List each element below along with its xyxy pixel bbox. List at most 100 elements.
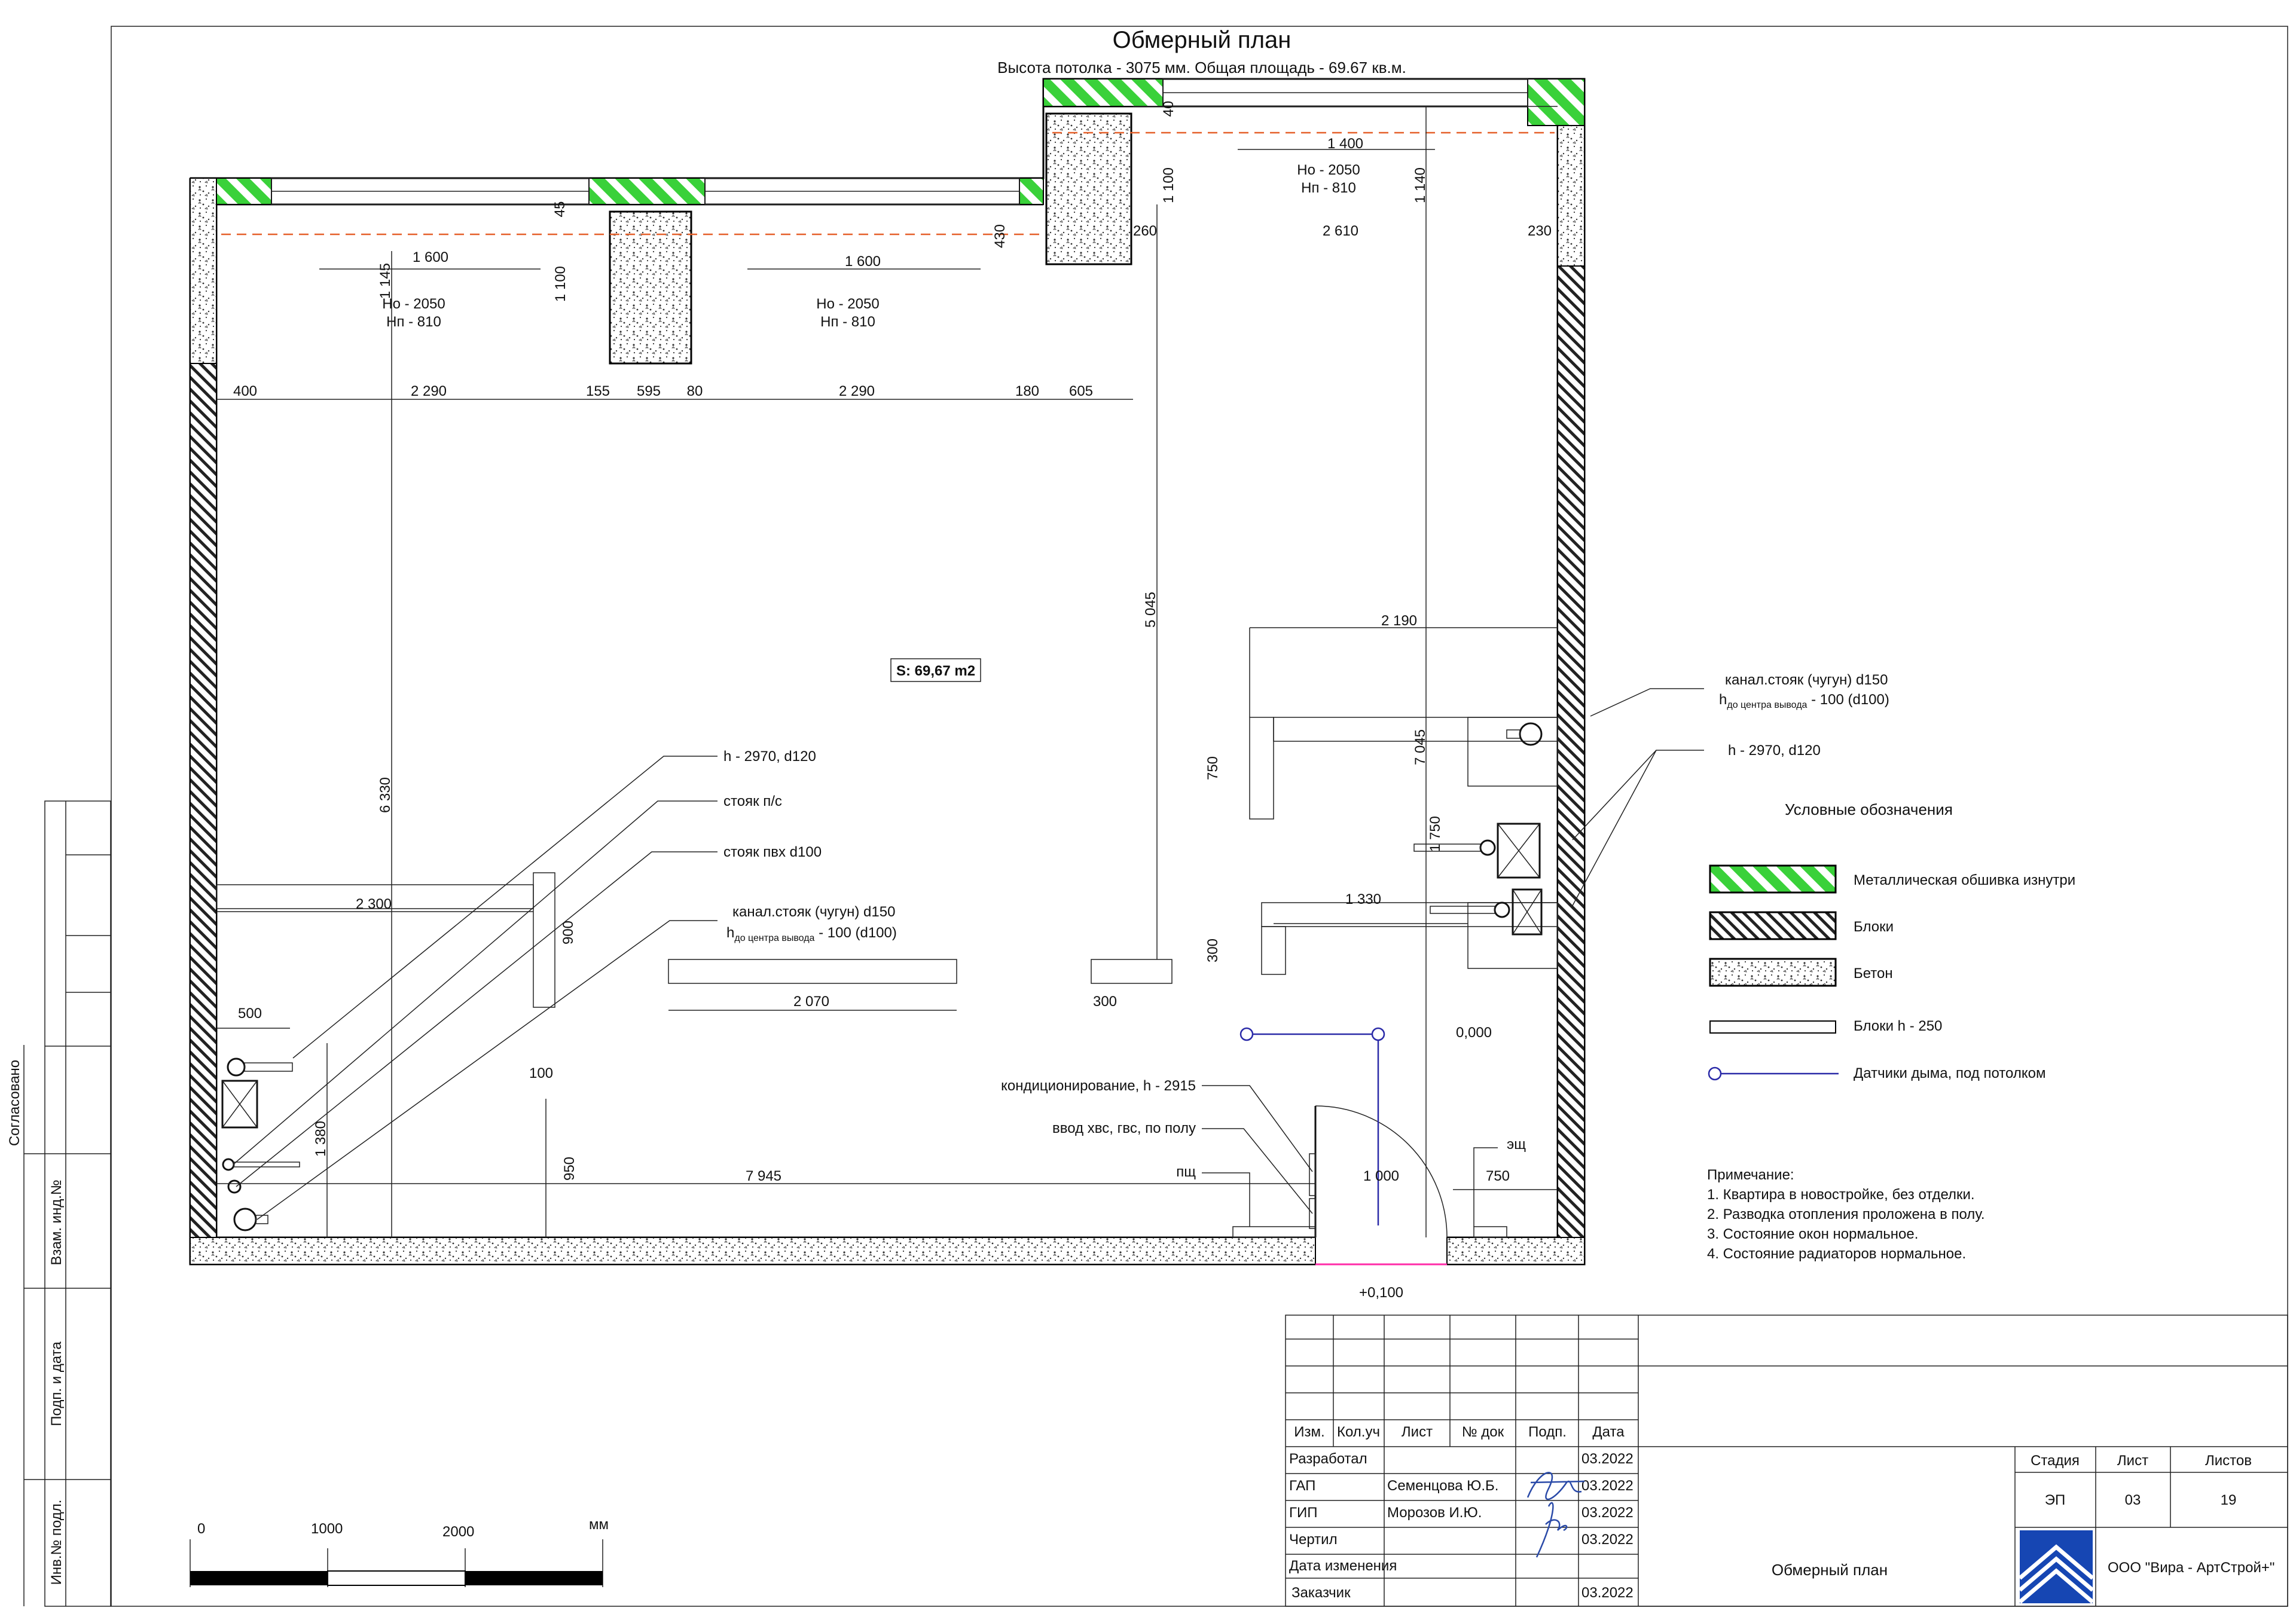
dim-label: 6 330 bbox=[377, 777, 393, 813]
scale-tick-label: 2000 bbox=[442, 1524, 474, 1540]
page-subtitle: Высота потолка - 3075 мм. Общая площадь … bbox=[997, 59, 1406, 77]
metal-cladding bbox=[1019, 178, 1044, 205]
callout-psch: пщ bbox=[1176, 1164, 1196, 1180]
empty-block-swatch bbox=[1709, 1020, 1836, 1034]
bottom-wall-concrete-left bbox=[190, 1237, 1316, 1265]
tb-header: № док bbox=[1462, 1424, 1504, 1440]
sewer-riser-circle bbox=[233, 1208, 257, 1231]
dim-label: 80 bbox=[687, 383, 703, 399]
dim-label: 1 400 bbox=[1327, 136, 1363, 152]
smoke-sensor-icon bbox=[1708, 1066, 1722, 1081]
metal-cladding bbox=[216, 178, 272, 205]
page-title: Обмерный план bbox=[1113, 27, 1292, 53]
dim-label: 7 045 bbox=[1412, 729, 1428, 765]
callout-riser-ps: стояк п/с bbox=[723, 793, 782, 809]
level-inside: 0,000 bbox=[1456, 1025, 1492, 1041]
dim-label: 100 bbox=[529, 1065, 553, 1081]
right-wall-concrete-top bbox=[1557, 125, 1585, 267]
metal-cladding bbox=[1043, 78, 1164, 107]
stamp-label: Инв.№ подл. bbox=[48, 1500, 65, 1585]
note-item: 2. Разводка отопления проложена в полу. bbox=[1707, 1206, 1985, 1222]
block-hatch-swatch bbox=[1709, 911, 1837, 940]
dim-label: 1 600 bbox=[413, 249, 448, 265]
dim-label: 1 750 bbox=[1427, 816, 1443, 852]
riser-pipe bbox=[1506, 729, 1521, 739]
metal-cladding bbox=[1527, 78, 1585, 126]
callout-riser-pvc: стояк пвх d100 bbox=[723, 844, 822, 860]
tb-header: Подп. bbox=[1528, 1424, 1567, 1440]
area-label-box bbox=[890, 658, 981, 682]
tb-header: Дата bbox=[1592, 1424, 1625, 1440]
left-wall-blocks bbox=[190, 363, 217, 1238]
riser-circle bbox=[222, 1158, 235, 1171]
tb-date: 03.2022 bbox=[1581, 1478, 1634, 1494]
riser-circle bbox=[227, 1179, 242, 1194]
tb-role: ГИП bbox=[1289, 1505, 1318, 1521]
legend: Условные обозначения Металлическая обшив… bbox=[1708, 800, 2075, 1081]
dim-label: 260 bbox=[1133, 223, 1157, 239]
riser-pipe bbox=[1430, 906, 1495, 914]
level-outside: +0,100 bbox=[1359, 1285, 1403, 1301]
scale-unit: мм bbox=[589, 1517, 609, 1533]
tb-role: Разработал bbox=[1289, 1451, 1367, 1467]
dim-label: 750 bbox=[1486, 1168, 1510, 1184]
concrete-column bbox=[1045, 112, 1132, 265]
notes-title: Примечание: bbox=[1707, 1167, 1794, 1183]
signature-1 bbox=[1526, 1472, 1585, 1500]
partition-block bbox=[1261, 926, 1286, 975]
dim-label: 900 bbox=[560, 921, 576, 945]
window-height-label: Но - 2050 bbox=[382, 296, 445, 312]
water-inlet bbox=[1309, 1198, 1316, 1229]
dim-label: 1 000 bbox=[1363, 1168, 1399, 1184]
dim-label: 1 330 bbox=[1345, 891, 1381, 907]
riser-circle bbox=[1479, 839, 1496, 856]
riser-pipe bbox=[244, 1062, 293, 1072]
right-wall-blocks bbox=[1557, 265, 1585, 1238]
dim-label: 950 bbox=[561, 1157, 578, 1181]
smoke-sensor-icon bbox=[1239, 1027, 1254, 1041]
window-sill-label: Нп - 810 bbox=[820, 314, 875, 330]
callout-esch: эщ bbox=[1507, 1136, 1526, 1153]
riser-pipe bbox=[1413, 843, 1481, 852]
shaft-vent-box bbox=[1497, 823, 1541, 879]
tb-stage: ЭП bbox=[2045, 1492, 2066, 1508]
callout-water: ввод хвс, гвс, по полу bbox=[1052, 1120, 1196, 1136]
callout-riser-left: h - 2970, d120 bbox=[723, 748, 816, 765]
dim-label: 605 bbox=[1069, 383, 1093, 399]
dim-label: 180 bbox=[1015, 383, 1039, 399]
dim-label: 1 600 bbox=[845, 253, 881, 270]
dim-label: 7 945 bbox=[746, 1168, 781, 1184]
dim-label: 2 300 bbox=[356, 896, 392, 912]
legend-item-label: Бетон bbox=[1854, 965, 1893, 982]
notes: Примечание: 1. Квартира в новостройке, б… bbox=[1707, 1167, 1985, 1262]
low-current-panel bbox=[1232, 1226, 1316, 1238]
dim-label: 430 bbox=[992, 224, 1008, 248]
tb-header: Изм. bbox=[1294, 1424, 1324, 1440]
area-label: S: 69,67 m2 bbox=[896, 663, 975, 679]
company-logo bbox=[2018, 1530, 2095, 1604]
dim-label: 400 bbox=[233, 383, 257, 399]
entrance-door-swing bbox=[1315, 1105, 1448, 1238]
dimension-lines bbox=[216, 106, 1558, 1237]
metal-hatch-swatch bbox=[1709, 864, 1837, 894]
riser-circle bbox=[227, 1057, 246, 1077]
tb-sheets-label: Листов bbox=[2205, 1453, 2252, 1469]
dim-label: 300 bbox=[1205, 939, 1221, 962]
note-item: 1. Квартира в новостройке, без отделки. bbox=[1707, 1187, 1975, 1203]
note-item: 4. Состояние радиаторов нормальное. bbox=[1707, 1246, 1966, 1262]
window-height-label: Но - 2050 bbox=[816, 296, 879, 312]
dim-label: 1 145 bbox=[377, 263, 393, 299]
dim-label: 1 380 bbox=[313, 1121, 329, 1157]
electric-panel bbox=[1473, 1226, 1507, 1238]
tb-sheet: 03 bbox=[2125, 1492, 2141, 1508]
callout-labels: h - 2970, d120 стояк п/с стояк пвх d100 … bbox=[723, 672, 1889, 1180]
tb-role: Дата изменения bbox=[1289, 1558, 1397, 1574]
tb-header: Лист bbox=[1402, 1424, 1433, 1440]
dim-label: 155 bbox=[586, 383, 610, 399]
tb-role: ГАП bbox=[1289, 1478, 1315, 1494]
tb-date: 03.2022 bbox=[1581, 1532, 1634, 1548]
tb-header: Кол.уч bbox=[1337, 1424, 1380, 1440]
tb-date: 03.2022 bbox=[1581, 1585, 1634, 1601]
shaft-vent-box bbox=[1512, 888, 1543, 936]
